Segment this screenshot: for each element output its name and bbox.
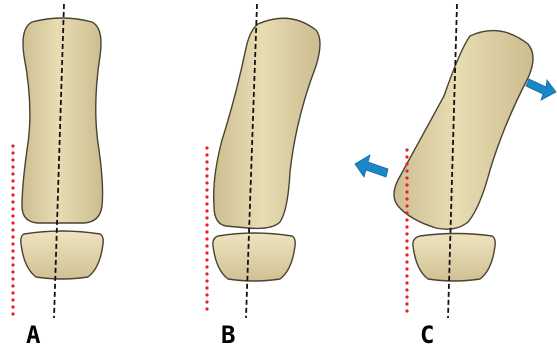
panel-c-left-arrow-icon xyxy=(355,155,388,177)
panel-c-upper-bone xyxy=(394,31,533,230)
panel-b: B xyxy=(207,4,320,349)
panel-c-right-arrow-icon xyxy=(526,79,556,100)
panel-b-lower-bone xyxy=(213,233,295,281)
panel-c: C xyxy=(355,4,556,349)
panel-a-label: A xyxy=(26,321,41,349)
panel-b-upper-bone xyxy=(214,18,320,228)
panel-a: A xyxy=(13,4,103,349)
panel-a-lower-bone xyxy=(21,231,103,279)
panel-c-lower-bone xyxy=(413,234,495,282)
panel-b-label: B xyxy=(221,321,235,349)
panel-c-label: C xyxy=(420,321,434,349)
